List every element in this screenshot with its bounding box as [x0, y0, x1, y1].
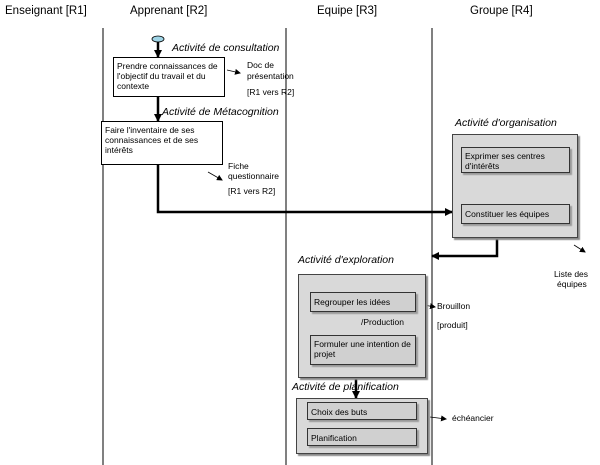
lane-header-apprenant: Apprenant [R2]	[130, 5, 208, 17]
artifact-arrow-fiche	[207, 171, 223, 181]
artifact-arrow-doc	[226, 68, 241, 75]
flow-organisation-to-exploration	[431, 238, 499, 260]
artifact-brouillon: Brouillon	[437, 301, 471, 311]
task-planification[interactable]: Planification	[307, 428, 417, 446]
start-node	[151, 35, 165, 43]
task-prendre-label: Prendre connaissances de l'objectif du t…	[117, 61, 218, 91]
artifact-doc-line3: [R1 vers R2]	[247, 87, 295, 97]
artifact-production: /Production	[361, 317, 404, 327]
task-faire-inventaire[interactable]: Faire l'inventaire de ses connaissances …	[101, 121, 223, 165]
task-exprimer-label: Exprimer ses centres d'intérêts	[465, 151, 545, 171]
lane-header-groupe: Groupe [R4]	[470, 5, 533, 17]
artifact-arrow-echeancier	[429, 415, 447, 422]
task-inventaire-label: Faire l'inventaire de ses connaissances …	[105, 125, 199, 155]
lane-header-equipe: Equipe [R3]	[317, 5, 378, 17]
artifact-fiche-line2: questionnaire	[228, 171, 280, 181]
task-exprimer-interets[interactable]: Exprimer ses centres d'intérêts	[461, 147, 570, 173]
flow-inventaire-to-constituer	[156, 165, 453, 216]
task-constituer-equipes[interactable]: Constituer les équipes	[461, 204, 570, 224]
activity-title-exploration: Activité d'exploration	[298, 254, 394, 266]
activity-title-metacognition: Activité de Métacognition	[162, 106, 279, 118]
task-choix-label: Choix des buts	[311, 407, 368, 417]
artifact-fiche-line1: Fiche	[228, 161, 249, 171]
task-formuler-intention[interactable]: Formuler une intention de projet	[310, 335, 416, 365]
task-formuler-label: Formuler une intention de projet	[314, 339, 411, 359]
task-regrouper-label: Regrouper les idées	[314, 297, 391, 307]
task-choix-buts[interactable]: Choix des buts	[307, 402, 417, 420]
artifact-fiche-line3: [R1 vers R2]	[228, 186, 276, 196]
artifact-produit: [produit]	[437, 320, 468, 330]
artifact-echeancier: échéancier	[452, 413, 494, 423]
task-planification-label: Planification	[311, 433, 357, 443]
task-regrouper-idees[interactable]: Regrouper les idées	[310, 292, 416, 312]
activity-title-consultation: Activité de consultation	[172, 42, 280, 54]
artifact-arrow-liste	[573, 244, 586, 253]
artifact-doc-line2: présentation	[247, 71, 294, 81]
artifact-liste-line2: équipes	[557, 279, 587, 289]
lane-separators	[102, 28, 433, 465]
artifact-liste-line1: Liste des	[554, 269, 589, 279]
activity-title-planification: Activité de planification	[292, 381, 399, 393]
task-constituer-label: Constituer les équipes	[465, 209, 550, 219]
lane-header-enseignant: Enseignant [R1]	[5, 5, 87, 17]
artifact-doc-line1: Doc de	[247, 60, 274, 70]
task-prendre-connaissances[interactable]: Prendre connaissances de l'objectif du t…	[113, 57, 225, 97]
activity-title-organisation: Activité d'organisation	[455, 117, 557, 129]
